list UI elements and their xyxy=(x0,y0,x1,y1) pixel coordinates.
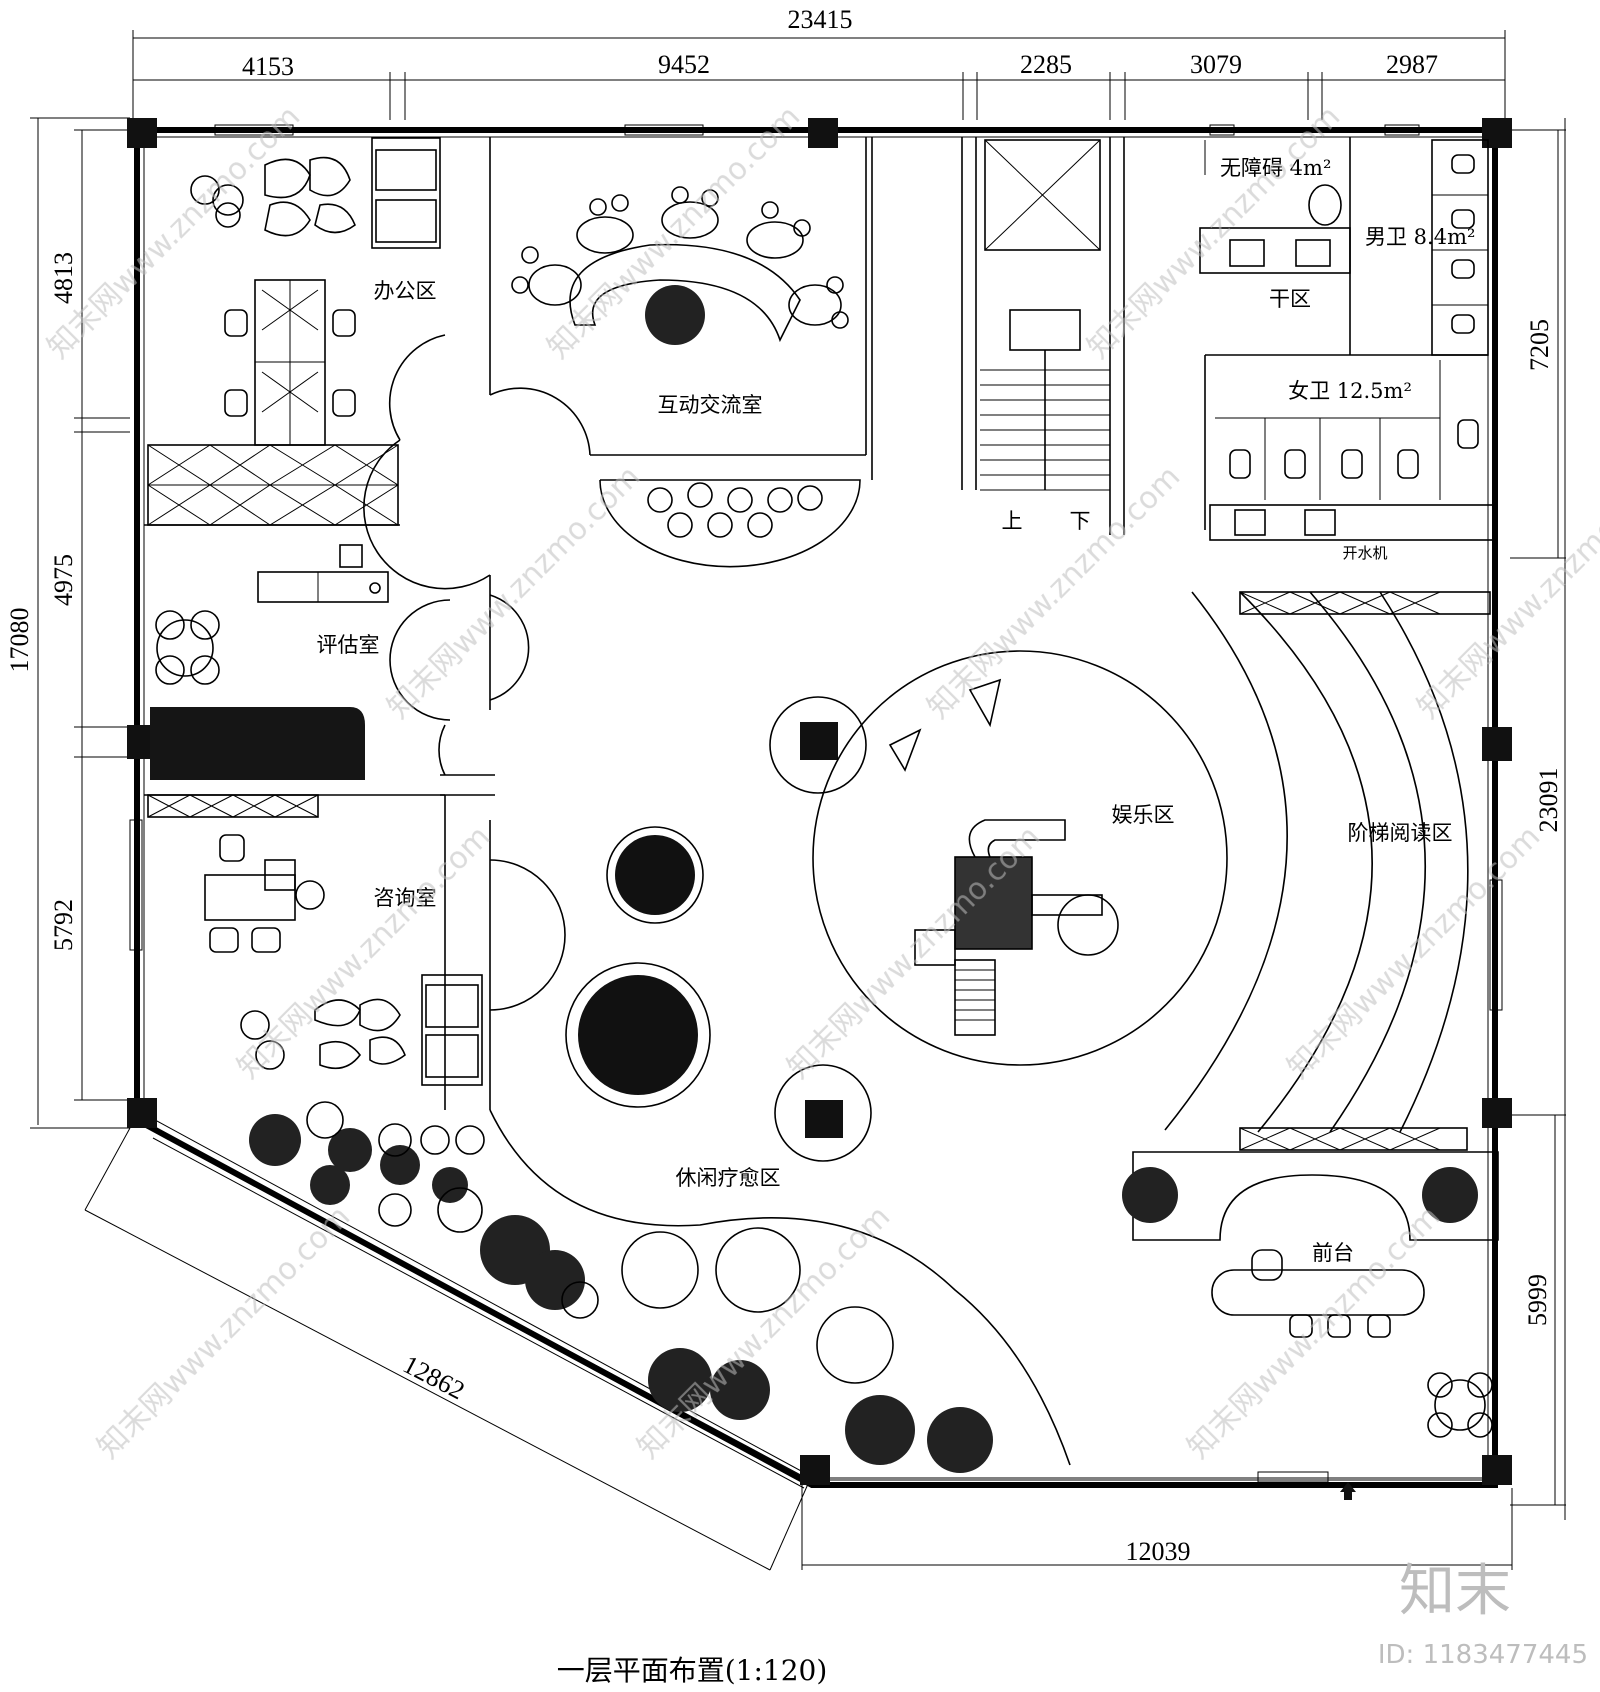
dim-top-2: 9452 xyxy=(658,50,710,79)
dim-left-2: 4975 xyxy=(49,554,78,606)
label-assessment: 评估室 xyxy=(317,633,380,657)
svg-text:知末网www.znzmo.com: 知末网www.znzmo.com xyxy=(781,819,1047,1085)
dim-top-total: 23415 xyxy=(788,5,853,34)
label-leisure: 休闲疗愈区 xyxy=(676,1166,781,1190)
svg-text:知末网www.znzmo.com: 知末网www.znzmo.com xyxy=(1081,99,1347,365)
elevator-and-stairs: 上 下 xyxy=(980,139,1110,533)
dim-top-5: 2987 xyxy=(1386,50,1438,79)
stair-down-label: 下 xyxy=(1070,509,1091,533)
dimension-lines xyxy=(30,30,1566,1571)
stair-treads xyxy=(980,350,1110,491)
label-interaction: 互动交流室 xyxy=(658,393,763,417)
central-area xyxy=(489,696,1071,1466)
dim-left-total: 17080 xyxy=(5,608,34,673)
storage-shelf-assessment xyxy=(147,794,319,818)
landscape-plants xyxy=(249,1101,1478,1473)
watermark-logo: 知末 xyxy=(1399,1559,1511,1624)
label-reception: 前台 xyxy=(1312,1241,1354,1265)
svg-text:知末网www.znzmo.com: 知末网www.znzmo.com xyxy=(921,459,1187,725)
structural-columns xyxy=(127,118,1512,1485)
dim-right-2: 23091 xyxy=(1534,768,1563,833)
outer-walls xyxy=(134,127,1498,1489)
consultation-furniture xyxy=(204,834,483,1086)
dim-bottom: 12039 xyxy=(1126,1537,1191,1566)
svg-text:知末网www.znzmo.com: 知末网www.znzmo.com xyxy=(1181,1199,1447,1465)
label-office: 办公区 xyxy=(374,279,437,303)
restroom-fixtures xyxy=(1199,139,1496,541)
label-mens: 男卫 8.4m² xyxy=(1365,225,1475,249)
door-swings xyxy=(363,334,566,1011)
windows xyxy=(129,124,1503,1483)
label-play: 娱乐区 xyxy=(1112,803,1175,827)
office-furniture xyxy=(147,137,441,526)
dim-right-3: 5999 xyxy=(1523,1274,1552,1326)
drawing-title: 一层平面布置(1:120) xyxy=(557,1654,828,1687)
dim-top-4: 3079 xyxy=(1190,50,1242,79)
label-accessible: 无障碍 4m² xyxy=(1220,156,1331,180)
watermark-id: ID: 1183477445 xyxy=(1378,1640,1588,1670)
dim-diagonal: 12862 xyxy=(398,1350,469,1406)
dim-left-1: 4813 xyxy=(49,252,78,304)
watermark-tiles: 知末网www.znzmo.com 知末网www.znzmo.com 知末网www… xyxy=(41,99,1600,1465)
planter-plants xyxy=(647,482,823,538)
assessment-furniture xyxy=(147,544,389,818)
label-womens: 女卫 12.5m² xyxy=(1288,379,1412,403)
label-consultation: 咨询室 xyxy=(374,886,437,910)
room-labels: 办公区 互动交流室 无障碍 4m² 男卫 8.4m² 干区 女卫 12.5m² … xyxy=(317,156,1476,1265)
label-dry-area: 干区 xyxy=(1269,287,1311,311)
dimension-labels: 23415 4153 9452 2285 3079 2987 17080 481… xyxy=(5,5,1563,1566)
reception-furniture xyxy=(1132,1151,1499,1500)
storage-shelf-office xyxy=(147,444,399,526)
svg-text:知末网www.znzmo.com: 知末网www.znzmo.com xyxy=(1281,819,1547,1085)
play-area xyxy=(812,650,1228,1066)
dim-top-1: 4153 xyxy=(242,52,294,81)
dim-left-3: 5792 xyxy=(49,899,78,951)
reading-steps xyxy=(1164,591,1491,1151)
interaction-room-furniture xyxy=(511,186,861,568)
stair-up-label: 上 xyxy=(1002,509,1023,533)
dim-right-1: 7205 xyxy=(1525,319,1554,371)
label-water-dispenser: 开水机 xyxy=(1342,544,1387,562)
dim-top-3: 2285 xyxy=(1020,50,1072,79)
label-reading: 阶梯阅读区 xyxy=(1348,821,1453,845)
